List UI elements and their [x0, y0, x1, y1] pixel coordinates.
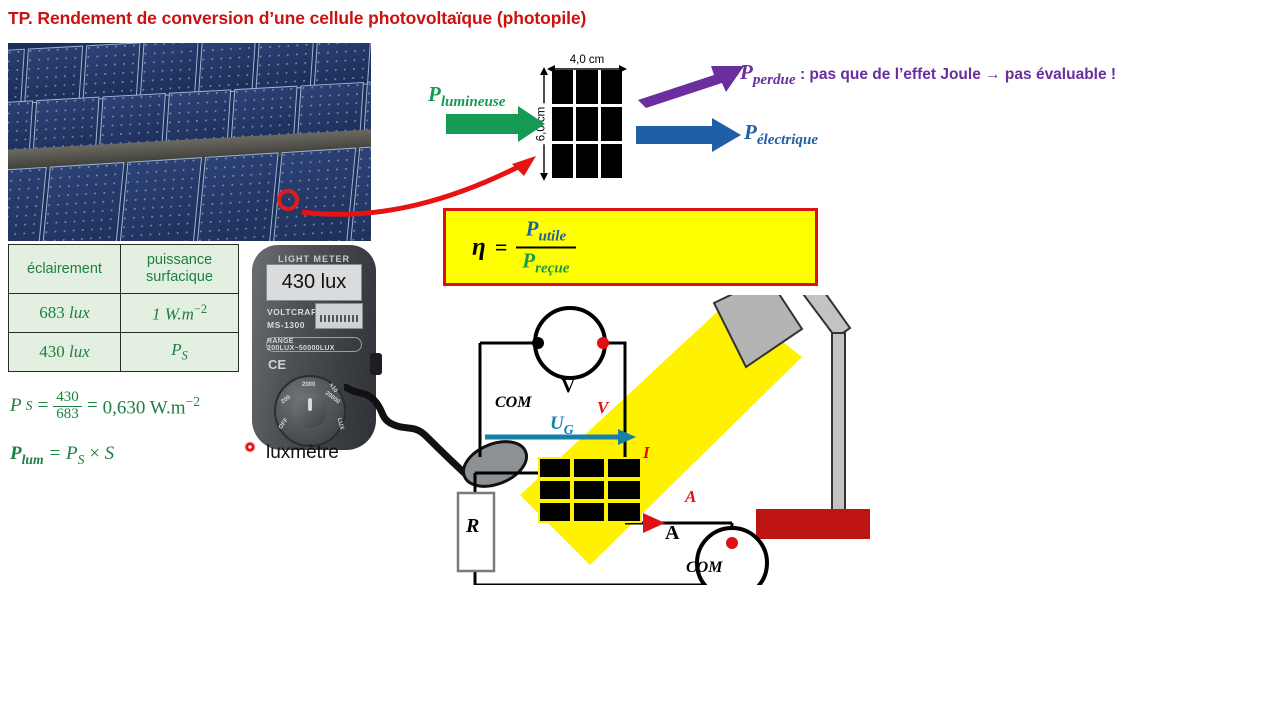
voltmeter-v-label: V — [597, 398, 609, 417]
lamp-arm-upper — [802, 295, 852, 340]
voltmeter-symbol — [533, 306, 607, 380]
formula-plum: Plum = PS × S — [10, 443, 114, 468]
eta-equals: = — [494, 234, 508, 259]
eta-symbol: η — [472, 233, 486, 260]
p-electrique-arrow — [636, 118, 741, 152]
experiment-circuit-diagram — [456, 295, 870, 585]
illuminance-power-table: éclairement puissance surfacique 683 lux… — [8, 244, 239, 372]
ammeter-a-terminal — [726, 537, 738, 549]
ammeter-label: A — [665, 522, 680, 544]
luxmeter-reading: 430 lux — [281, 271, 347, 293]
voltmeter-com-label: COM — [495, 394, 532, 411]
voltmeter-com-terminal — [532, 337, 544, 349]
luxmeter-device[interactable]: LIGHT METER 430 lux VOLTCRAFT. MS-1300 R… — [252, 245, 382, 450]
header-line-2: surfacique — [146, 269, 213, 285]
cell-width-dimension: 4,0 cm — [546, 54, 628, 73]
lamp-shade — [712, 295, 804, 369]
ps-equals-1: = — [36, 395, 50, 417]
p-perdue-arrow — [638, 66, 744, 108]
lamp-base — [756, 509, 870, 539]
luxmeter-range-text: RANGE 200LUX~50000LUX — [266, 337, 362, 352]
ps-lhs-sub: S — [25, 398, 33, 414]
cell-eclairement-430: 430 lux — [8, 332, 121, 372]
dial-tick-200: 200 — [280, 394, 292, 406]
luxmeter-probe-socket — [370, 353, 382, 375]
plum-area: S — [104, 443, 115, 464]
red-pointer-arrow — [301, 156, 536, 217]
current-arrow-head — [643, 513, 665, 533]
wire-voltmeter-v — [603, 341, 627, 453]
luxmeter-knob[interactable] — [293, 394, 327, 428]
dial-tick-off: OFF — [278, 417, 290, 431]
efficiency-formula-box: η = Putile Preçue — [443, 208, 818, 286]
ps-equals-2: = — [85, 395, 99, 417]
resistor-box — [456, 491, 496, 573]
table-header-eclairement: éclairement — [8, 244, 121, 294]
ps-fraction: 430 683 — [53, 389, 82, 423]
cell-eclairement-683: 683 lux — [8, 293, 121, 333]
luxmeter-title-text: LIGHT METER — [278, 254, 350, 264]
luxmeter-range-dial[interactable]: OFF 200 2000 20000 x10 LUX — [274, 375, 346, 447]
photovoltaic-cell-diagram — [552, 70, 622, 178]
laser-pointer-dot — [244, 441, 256, 453]
table-row: 430 lux PS — [8, 332, 239, 372]
lamp-arm-lower — [831, 332, 846, 524]
p-perdue-note: : pas que de l’effet Joule → pas évaluab… — [795, 66, 1117, 83]
plum-equals: = — [48, 443, 62, 464]
ps-denominator: 683 — [53, 405, 82, 423]
page-title: TP. Rendement de conversion d’une cellul… — [8, 8, 587, 28]
table-header-row: éclairement puissance surfacique — [8, 244, 239, 294]
dial-tick-2000: 2000 — [302, 382, 316, 388]
table-row: 683 lux 1 W.m−2 — [8, 293, 239, 333]
p-lumineuse-arrow — [446, 106, 545, 142]
ps-numerator: 430 — [56, 389, 79, 405]
p-lumineuse-label: Plumineuse — [428, 82, 506, 111]
plum-rhs: PS — [65, 443, 85, 467]
voltmeter-label: V — [561, 375, 576, 397]
ps-lhs: P — [10, 395, 22, 417]
ps-result: 0,630 W.m−2 — [102, 393, 201, 418]
p-perdue-label: Pperdue : pas que de l’effet Joule → pas… — [740, 60, 1117, 89]
luxmeter-logo-badge — [315, 303, 363, 329]
eta-fraction: Putile Preçue — [516, 216, 576, 277]
luxmeter-brand: VOLTCRAFT. — [267, 307, 325, 317]
plum-times: × — [89, 443, 100, 464]
p-electrique-label: Pélectrique — [744, 120, 819, 149]
header-line-1: puissance — [146, 252, 213, 269]
luxmeter-model: MS-1300 — [267, 320, 305, 330]
cell-puissance-1wm2: 1 W.m−2 — [120, 293, 239, 333]
voltmeter-v-terminal — [597, 337, 609, 349]
current-label: I — [643, 443, 650, 462]
solar-panel-photo — [8, 43, 371, 241]
table-header-puissance: puissance surfacique — [120, 244, 239, 294]
luxmeter-caption: luxmètre — [266, 442, 339, 463]
ammeter-symbol — [695, 526, 769, 585]
cell-width-label: 4,0 cm — [566, 54, 608, 66]
solar-cell-in-circuit — [538, 457, 642, 523]
eta-denominator: Preçue — [516, 246, 576, 277]
red-circle-annotation — [277, 189, 299, 211]
resistor-label: R — [466, 515, 480, 537]
plum-lhs: Plum — [10, 443, 44, 467]
ammeter-a-label: A — [685, 487, 697, 506]
ug-arrow-head — [618, 429, 636, 445]
luxmeter-display: 430 lux — [266, 264, 362, 301]
ammeter-com-label: COM — [686, 559, 723, 576]
eta-numerator: Putile — [525, 216, 567, 245]
ce-mark-icon: CE — [268, 357, 287, 372]
luxmeter-sensor-cable — [344, 384, 476, 484]
cell-puissance-ps: PS — [120, 332, 239, 372]
ug-voltage-label: UG — [550, 413, 574, 437]
